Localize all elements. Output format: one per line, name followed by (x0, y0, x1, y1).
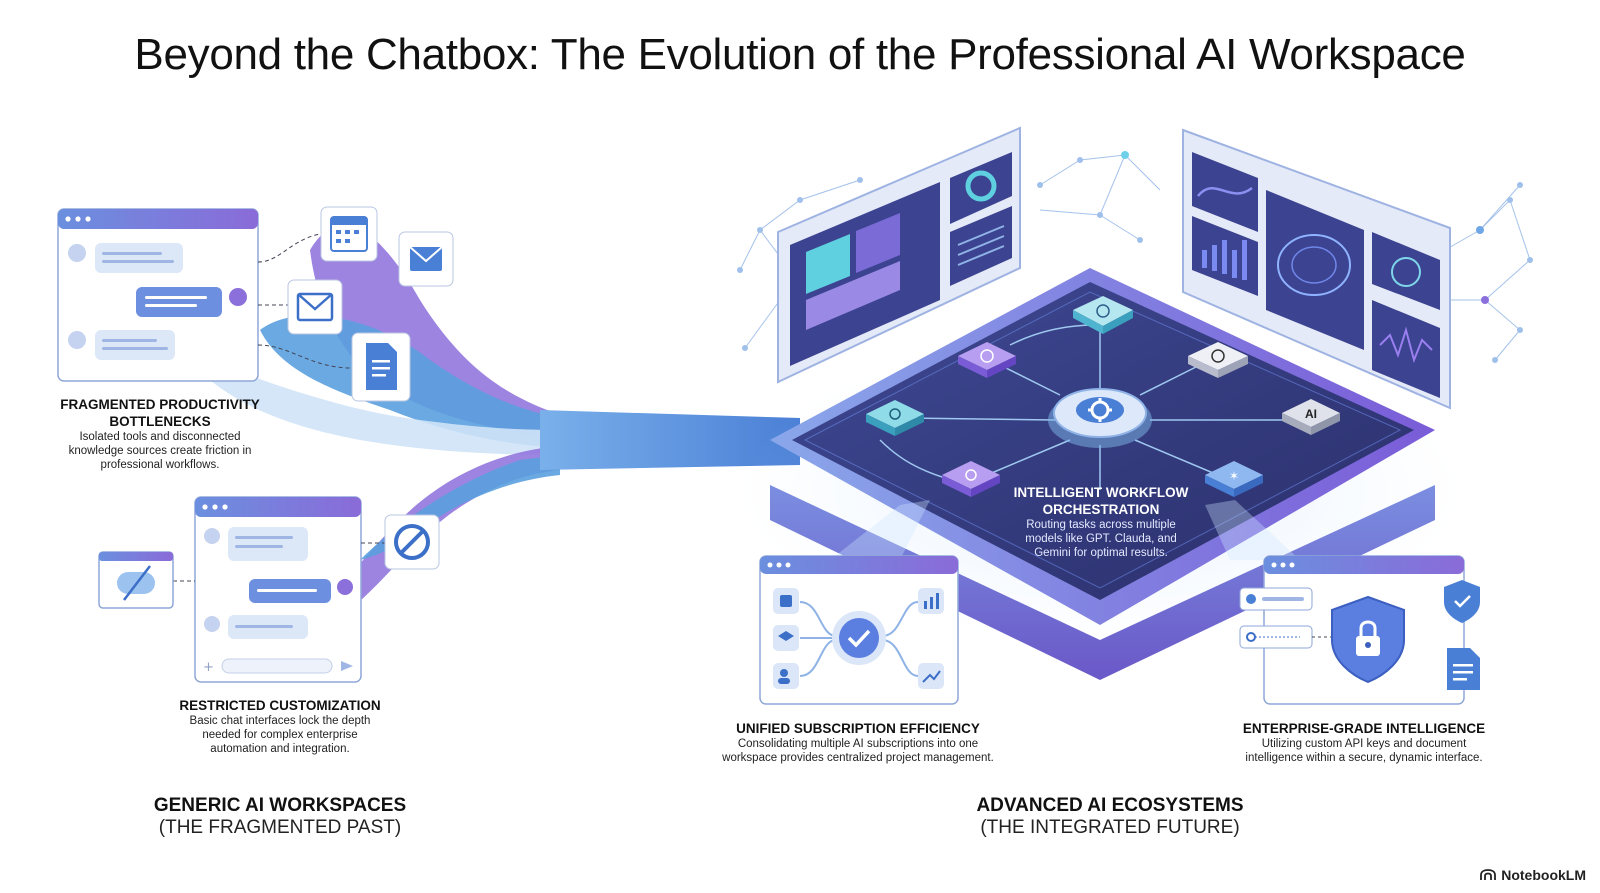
blocked-icon (361, 514, 440, 570)
check-hub-icon (832, 611, 886, 665)
brand-mark: NotebookLM (1480, 867, 1586, 883)
svg-text:+: + (203, 660, 214, 675)
fragmented-desc-3: professional workflows. (100, 459, 220, 471)
orchestration-desc-3: Gemini for optimal results. (1034, 547, 1168, 559)
tool-icons (257, 206, 454, 402)
enterprise-block: ENTERPRISE-GRADE INTELLIGENCE Utilizing … (1222, 720, 1506, 765)
unified-desc-1: Consolidating multiple AI subscriptions … (737, 738, 979, 750)
restricted-desc-3: automation and integration. (210, 743, 350, 755)
unified-subscription-window (759, 555, 959, 705)
light-beams (830, 500, 1300, 560)
restricted-desc-2: needed for complex enterprise (202, 729, 358, 741)
model-node-ai: AI (1282, 399, 1340, 435)
page-title: Beyond the Chatbox: The Evolution of the… (134, 30, 1466, 79)
ai-node-label: AI (1305, 407, 1317, 421)
document-icon (351, 332, 411, 402)
restricted-desc-1: Basic chat interfaces lock the depth (189, 715, 371, 727)
restricted-title: RESTRICTED CUSTOMIZATION (179, 698, 381, 713)
orchestration-desc-2: models like GPT. Clauda, and (1025, 533, 1177, 545)
calendar-icon (320, 206, 378, 262)
shield-lock-icon (1331, 595, 1405, 684)
fragmented-title-2: BOTTLENECKS (109, 414, 211, 429)
orchestration-title-2: ORCHESTRATION (1042, 502, 1160, 517)
disabled-toggle-icon (98, 551, 195, 609)
model-node-left-bottom (942, 461, 1000, 497)
fragmented-desc-2: knowledge sources create friction in (68, 445, 252, 457)
orchestration-desc-1: Routing tasks across multiple (1026, 519, 1176, 531)
chat-window-bottom: + (194, 496, 362, 683)
enterprise-desc-2: intelligence within a secure, dynamic in… (1245, 752, 1483, 764)
shield-check-icon (1444, 580, 1480, 623)
dashboard-panel-left (777, 126, 1021, 384)
gear-hub (1048, 388, 1152, 448)
chat-window-top (57, 208, 259, 382)
unified-title: UNIFIED SUBSCRIPTION EFFICIENCY (736, 721, 980, 736)
enterprise-security-window (1239, 555, 1480, 705)
gear-icon (1088, 398, 1112, 422)
network-nodes (737, 151, 1533, 363)
left-heading-block: GENERIC AI WORKSPACES (THE FRAGMENTED PA… (130, 795, 430, 839)
right-heading: ADVANCED AI ECOSYSTEMS (976, 795, 1244, 816)
model-node-right-bottom: ✶ (1205, 461, 1263, 497)
model-node-left (866, 400, 924, 436)
notebooklm-logo-icon (1480, 869, 1497, 880)
left-heading: GENERIC AI WORKSPACES (153, 795, 407, 816)
dashboard-panel-right (1182, 128, 1451, 410)
fragmented-desc-1: Isolated tools and disconnected (79, 431, 241, 443)
fragmented-block: FRAGMENTED PRODUCTIVITY BOTTLENECKS Isol… (40, 396, 280, 472)
model-node-left-top (958, 342, 1016, 378)
email-icon (398, 231, 454, 287)
left-subheading: (THE FRAGMENTED PAST) (158, 817, 402, 838)
enterprise-desc-1: Utilizing custom API keys and document (1261, 738, 1467, 750)
model-node-right-top (1188, 342, 1248, 378)
unified-block: UNIFIED SUBSCRIPTION EFFICIENCY Consolid… (700, 720, 1016, 765)
routing-arrows (879, 324, 1290, 490)
unified-desc-2: workspace provides centralized project m… (722, 752, 994, 764)
svg-text:✶: ✶ (1229, 469, 1239, 483)
enterprise-title: ENTERPRISE-GRADE INTELLIGENCE (1242, 721, 1486, 736)
right-subheading: (THE INTEGRATED FUTURE) (980, 817, 1240, 838)
orchestration-block: INTELLIGENT WORKFLOW ORCHESTRATION Routi… (990, 484, 1212, 560)
right-heading-block: ADVANCED AI ECOSYSTEMS (THE INTEGRATED F… (940, 795, 1280, 839)
restricted-block: RESTRICTED CUSTOMIZATION Basic chat inte… (160, 697, 400, 756)
document-icon (1447, 648, 1480, 690)
orchestration-title-1: INTELLIGENT WORKFLOW (1013, 485, 1189, 500)
brand-label: NotebookLM (1501, 867, 1586, 883)
envelope-icon (287, 279, 343, 335)
model-node-top (1073, 296, 1133, 334)
fragmented-title-1: FRAGMENTED PRODUCTIVITY (60, 397, 260, 412)
